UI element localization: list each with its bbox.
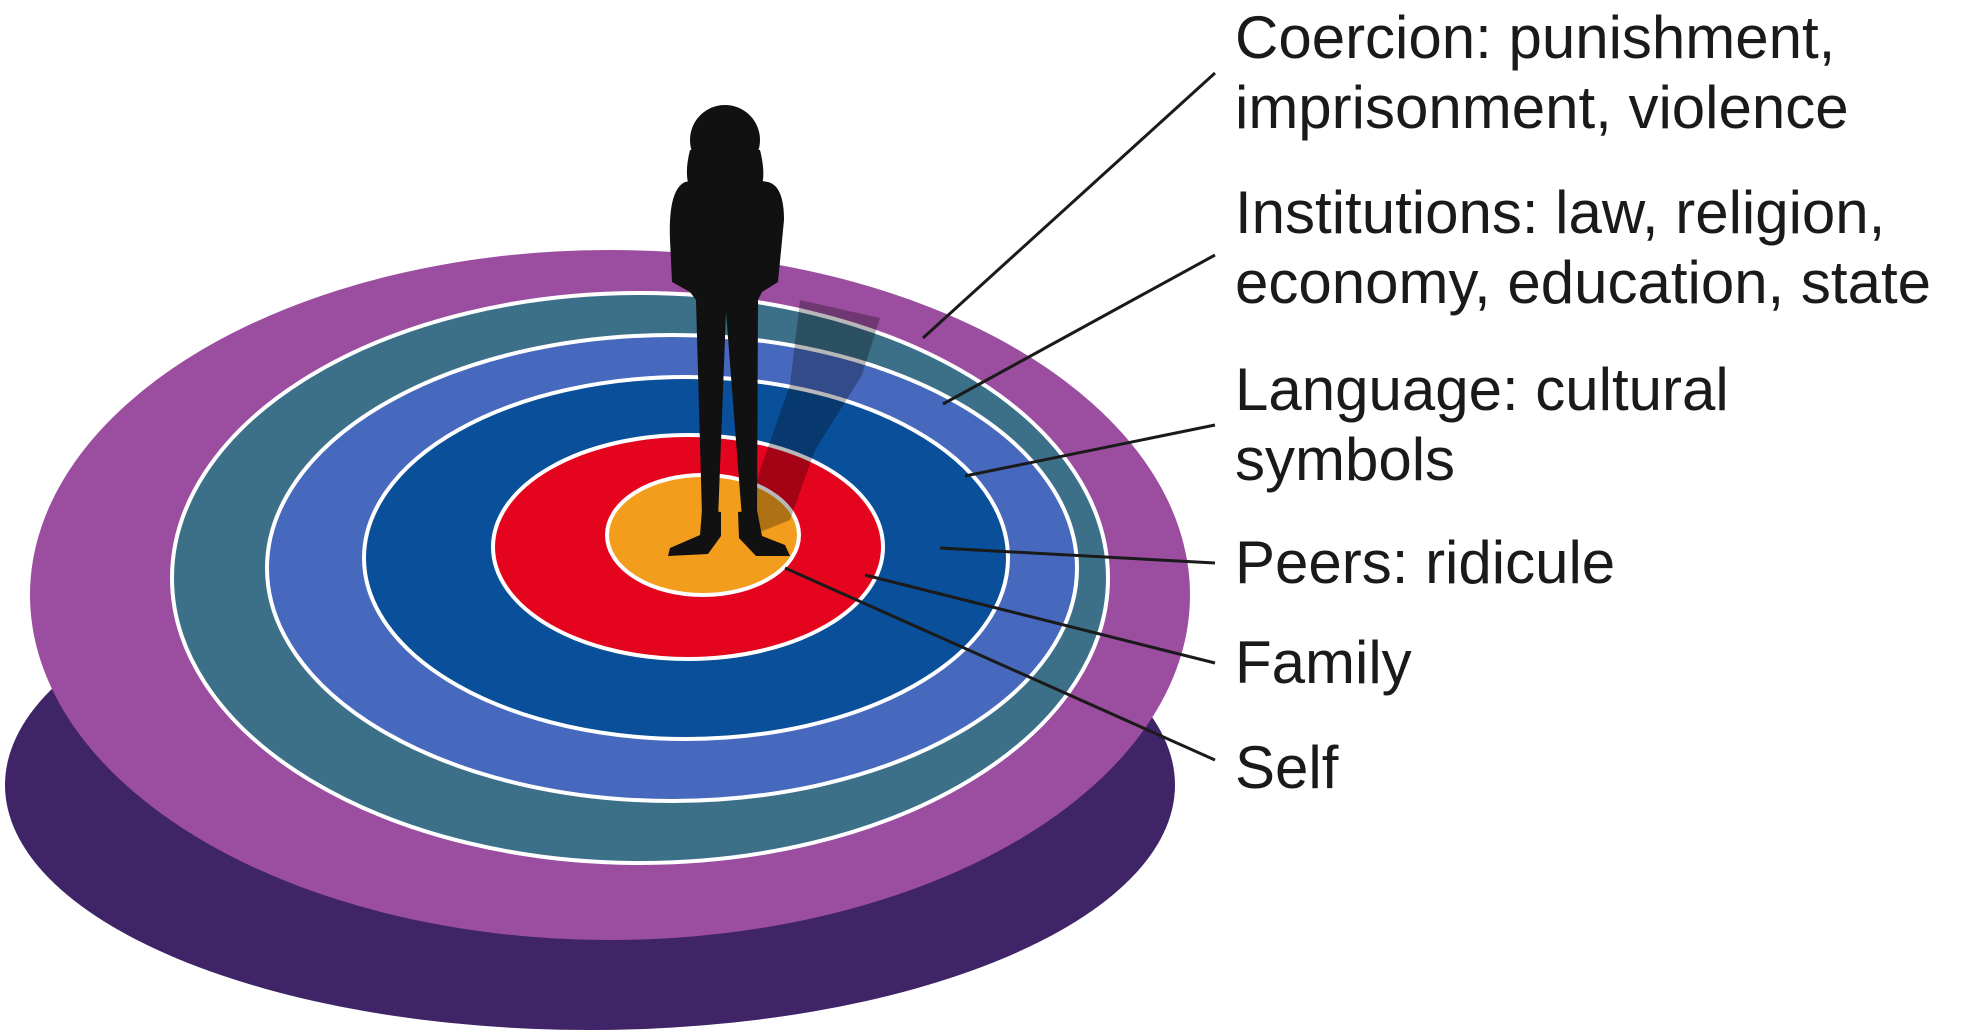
label-family: Family xyxy=(1235,629,1412,696)
leader-line-language xyxy=(964,423,1216,478)
person-silhouette-icon xyxy=(668,105,790,556)
leader-line-peers xyxy=(939,546,1216,565)
figure-shadow xyxy=(740,300,880,540)
label-coercion: Coercion: punishment, xyxy=(1235,4,1835,71)
label-language-line2: symbols xyxy=(1235,426,1455,493)
label-language: Language: cultural xyxy=(1235,356,1729,423)
leader-line-self xyxy=(784,566,1216,762)
label-institutions: Institutions: law, religion, xyxy=(1235,179,1885,246)
label-coercion-line2: imprisonment, violence xyxy=(1235,74,1849,141)
leader-line-family xyxy=(864,573,1216,665)
leader-line-coercion xyxy=(921,71,1217,340)
label-institutions-line2: economy, education, state xyxy=(1235,249,1931,316)
label-self: Self xyxy=(1235,734,1339,801)
label-peers: Peers: ridicule xyxy=(1235,529,1615,596)
leader-line-institutions xyxy=(942,253,1216,406)
